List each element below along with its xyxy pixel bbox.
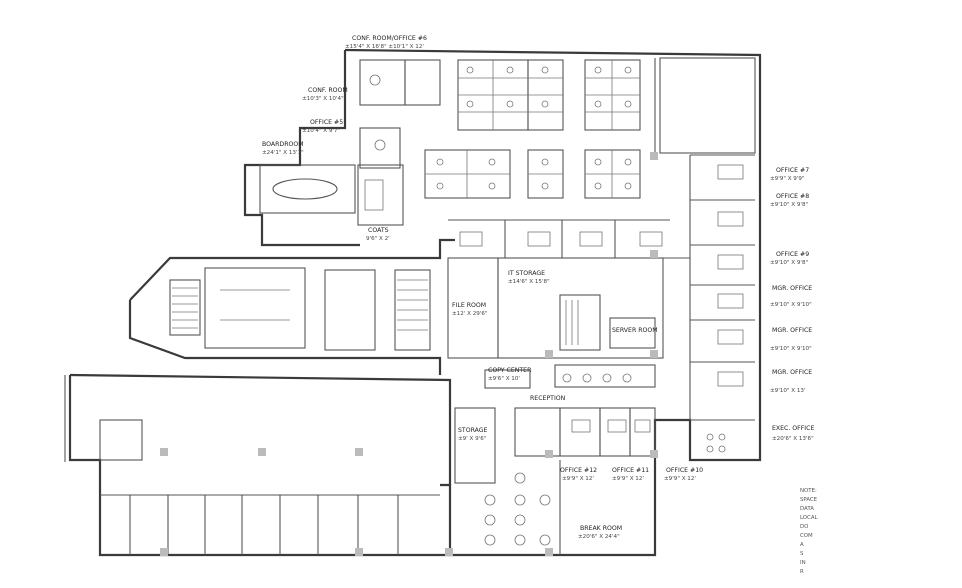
label-file-room: FILE ROOM <box>452 302 486 309</box>
label-it-storage-dim: ±14'6" X 15'8" <box>508 279 550 285</box>
label-office-5-dim: ±10'4" X 9'7" <box>302 128 341 134</box>
label-mgr-office-b-dim: ±9'10" X 9'10" <box>770 346 812 352</box>
label-reception: RECEPTION <box>530 395 566 402</box>
label-exec-office: EXEC. OFFICE <box>772 425 814 432</box>
lower-left-open-space <box>99 152 658 556</box>
label-office-12: OFFICE #12 <box>560 467 597 474</box>
legend-line-2: DATA <box>800 506 814 512</box>
label-mgr-office-a-dim: ±9'10" X 9'10" <box>770 302 812 308</box>
label-office-11: OFFICE #11 <box>612 467 649 474</box>
label-boardroom-dim: ±24'1" X 13'1" <box>262 150 304 156</box>
label-server-room: SERVER ROOM <box>612 327 658 334</box>
label-storage: STORAGE <box>458 427 488 434</box>
legend-line-1: SPACE <box>800 497 818 503</box>
label-mgr-office-c: MGR. OFFICE <box>772 369 812 376</box>
label-conf-room-small-dim: ±10'3" X 10'4" <box>302 96 344 102</box>
label-conf-room-small: CONF. ROOM <box>308 87 348 94</box>
legend-line-0: NOTE: <box>800 488 817 494</box>
break-room-tables <box>484 460 561 555</box>
workstation-area-top <box>424 59 641 199</box>
label-coats: COATS <box>368 227 389 234</box>
label-exec-office-dim: ±20'6" X 13'6" <box>772 436 814 442</box>
label-office-8: OFFICE #8 <box>776 193 809 200</box>
right-office-column <box>689 154 755 453</box>
legend-notes: NOTE: SPACE DATA LOCAL DO COM A S IN R <box>800 488 818 575</box>
central-rooms <box>447 257 664 359</box>
label-mgr-office-a: MGR. OFFICE <box>772 285 812 292</box>
label-office-10-dim: ±9'9" X 12' <box>664 476 696 482</box>
legend-line-3: LOCAL <box>800 515 818 521</box>
reception-area <box>484 364 656 389</box>
label-boardroom: BOARDROOM <box>262 141 304 148</box>
label-mgr-office-b: MGR. OFFICE <box>772 327 812 334</box>
label-it-storage: IT STORAGE <box>508 270 545 277</box>
lower-offices <box>454 407 656 484</box>
core-stairs-restrooms <box>169 267 431 351</box>
label-office-11-dim: ±9'9" X 12' <box>612 476 644 482</box>
label-office-10: OFFICE #10 <box>666 467 703 474</box>
legend-line-6: A <box>800 542 804 548</box>
label-copy-center-dim: ±9'6" X 10' <box>488 376 520 382</box>
label-office-12-dim: ±9'9" X 12' <box>562 476 594 482</box>
label-office-9: OFFICE #9 <box>776 251 809 258</box>
legend-line-4: DO <box>800 524 808 530</box>
label-office-5: OFFICE #5 <box>310 119 343 126</box>
label-break-room: BREAK ROOM <box>580 525 622 532</box>
room-labels: CONF. ROOM/OFFICE #6 ±15'4" X 16'8" ±10'… <box>262 35 814 540</box>
label-office-7-dim: ±9'9" X 9'9" <box>770 176 805 182</box>
legend-line-9: R <box>800 569 804 575</box>
label-copy-center: COPY CENTER <box>488 367 532 374</box>
legend-line-5: COM <box>800 533 813 539</box>
label-office-9-dim: ±9'10" X 9'8" <box>770 260 809 266</box>
label-break-room-dim: ±20'6" X 24'4" <box>578 534 620 540</box>
label-office-7: OFFICE #7 <box>776 167 809 174</box>
label-file-room-dim: ±12' X 29'6" <box>452 311 488 317</box>
legend-line-8: IN <box>800 560 806 566</box>
label-conf-office-top: CONF. ROOM/OFFICE #6 <box>352 35 427 42</box>
left-upper-rooms <box>259 59 441 226</box>
legend-line-7: S <box>800 551 804 557</box>
shaded-room-top-right <box>659 57 756 154</box>
label-office-8-dim: ±9'10" X 9'8" <box>770 202 809 208</box>
building-shell <box>64 48 762 557</box>
label-coats-dim: 9'6" X 2' <box>366 236 390 242</box>
label-mgr-office-c-dim: ±9'10" X 13' <box>770 388 806 394</box>
label-conf-office-top-dim: ±15'4" X 16'8" ±10'1" X 12' <box>345 44 424 50</box>
label-storage-dim: ±9' X 9'6" <box>458 436 487 442</box>
